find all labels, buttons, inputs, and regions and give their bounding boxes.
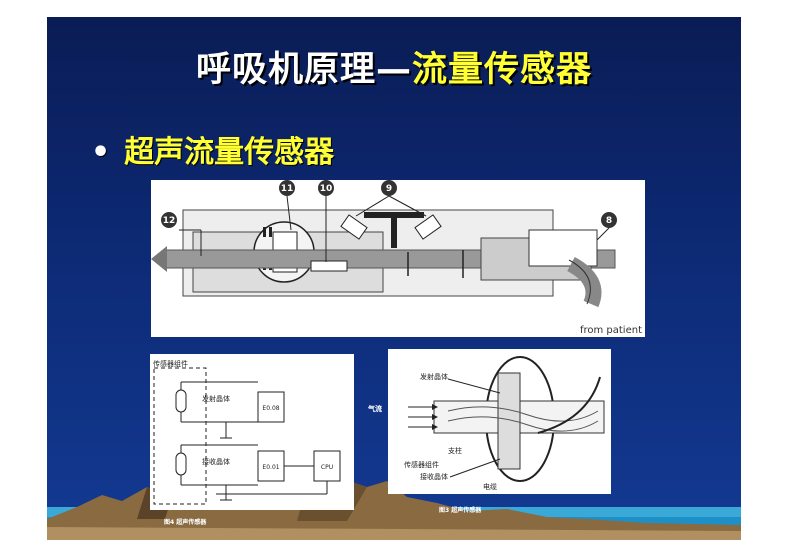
emitter-label: 发射晶体 [202,394,230,403]
column-label: 支柱 [448,446,462,455]
sensor-crosssection: 发射晶体 支柱 传感器组件 接收晶体 电缆 [404,356,605,491]
bullet-symbol: • [91,135,111,170]
fig3-receiver-label: 接收晶体 [420,472,448,481]
slide: 呼吸机原理—流量传感器 • 超声流量传感器 [47,17,741,540]
figure3-caption: 图3 超声传感器 [439,507,482,514]
circuit-diagram-figure: 传感器组件 发射晶体 接收晶体 E0.08 E0.01 CPU [150,354,354,510]
slide-title: 呼吸机原理—流量传感器 [47,41,741,92]
from-patient-caption: from patient [580,325,642,336]
callout-10: 10 [320,184,333,194]
bullet-item: • 超声流量传感器 [91,127,334,171]
box2-label: E0.01 [262,464,279,471]
fig3-assembly-label: 传感器组件 [404,460,439,469]
circuit-diagram: 传感器组件 发射晶体 接收晶体 E0.08 E0.01 CPU [153,359,341,505]
airflow-label: 气流 [368,405,382,413]
cable-label: 电缆 [483,482,497,491]
assembly-label: 传感器组件 [153,359,188,368]
figure2-caption: 图4 超声传感器 [164,519,207,526]
sensor-diagram: 11 10 9 12 8 from patient [151,180,642,336]
sensor-diagram-figure: 11 10 9 12 8 from patient [151,180,645,337]
receiver-label: 接收晶体 [202,457,230,466]
callout-12: 12 [163,216,176,226]
bullet-text: 超声流量传感器 [124,135,335,170]
sensor-crosssection-figure: 发射晶体 支柱 传感器组件 接收晶体 电缆 [388,349,611,494]
title-part2: 流量传感器 [412,50,593,90]
fig3-emitter-label: 发射晶体 [420,372,448,381]
callout-8: 8 [606,216,612,226]
box3-label: CPU [321,464,333,471]
callout-11: 11 [281,184,294,194]
title-part1: 呼吸机原理— [195,50,412,90]
box1-label: E0.08 [262,405,279,412]
callout-9: 9 [386,184,392,194]
